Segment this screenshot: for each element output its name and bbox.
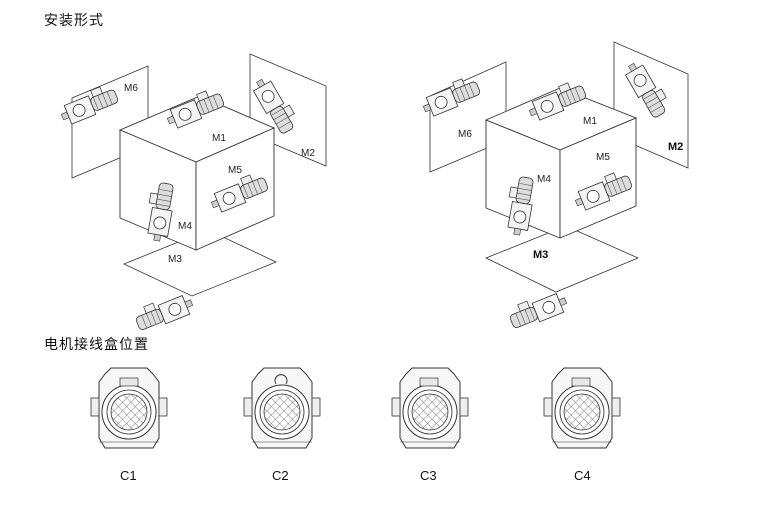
panel-m2-r bbox=[613, 41, 689, 169]
label-m4-r: M4 bbox=[537, 174, 551, 185]
label-m1: M1 bbox=[212, 133, 226, 144]
motor-m6 bbox=[56, 81, 121, 127]
box-marker-c2 bbox=[274, 374, 288, 385]
motor-m2-r bbox=[622, 57, 673, 121]
install-heading: 安装形式 bbox=[44, 13, 104, 29]
label-m2: M2 bbox=[301, 148, 315, 159]
box-marker-c3 bbox=[419, 377, 439, 387]
label-m3: M3 bbox=[168, 254, 182, 265]
terminal-box-views bbox=[90, 367, 621, 449]
motor-m3 bbox=[132, 289, 196, 334]
right-mounting-cube: M6 M1 M2 M5 M4 M3 bbox=[418, 41, 689, 332]
label-m5-r: M5 bbox=[596, 152, 610, 163]
cube-right-face-r bbox=[559, 117, 637, 239]
label-c3: C3 bbox=[420, 468, 437, 483]
label-m6-r: M6 bbox=[458, 129, 472, 140]
view-c2 bbox=[243, 367, 321, 449]
label-m1-r: M1 bbox=[583, 116, 597, 127]
label-c2: C2 bbox=[272, 468, 289, 483]
label-m2-r: M2 bbox=[668, 141, 683, 153]
label-c4: C4 bbox=[574, 468, 591, 483]
panel-m3-r bbox=[485, 225, 640, 293]
motor-m3-r bbox=[506, 287, 570, 332]
box-marker-c1 bbox=[119, 377, 139, 387]
label-m6: M6 bbox=[124, 83, 138, 94]
label-m5: M5 bbox=[228, 165, 242, 176]
box-marker-c4 bbox=[571, 377, 591, 387]
label-m4: M4 bbox=[178, 221, 192, 232]
left-mounting-cube: M6 M1 M2 M5 M4 M3 bbox=[56, 53, 327, 334]
label-m3-r: M3 bbox=[533, 249, 548, 261]
terminal-box-heading: 电机接线盒位置 bbox=[44, 337, 149, 353]
motor-m6-r bbox=[418, 73, 483, 119]
panel-m2 bbox=[249, 53, 327, 167]
label-c1: C1 bbox=[120, 468, 137, 483]
